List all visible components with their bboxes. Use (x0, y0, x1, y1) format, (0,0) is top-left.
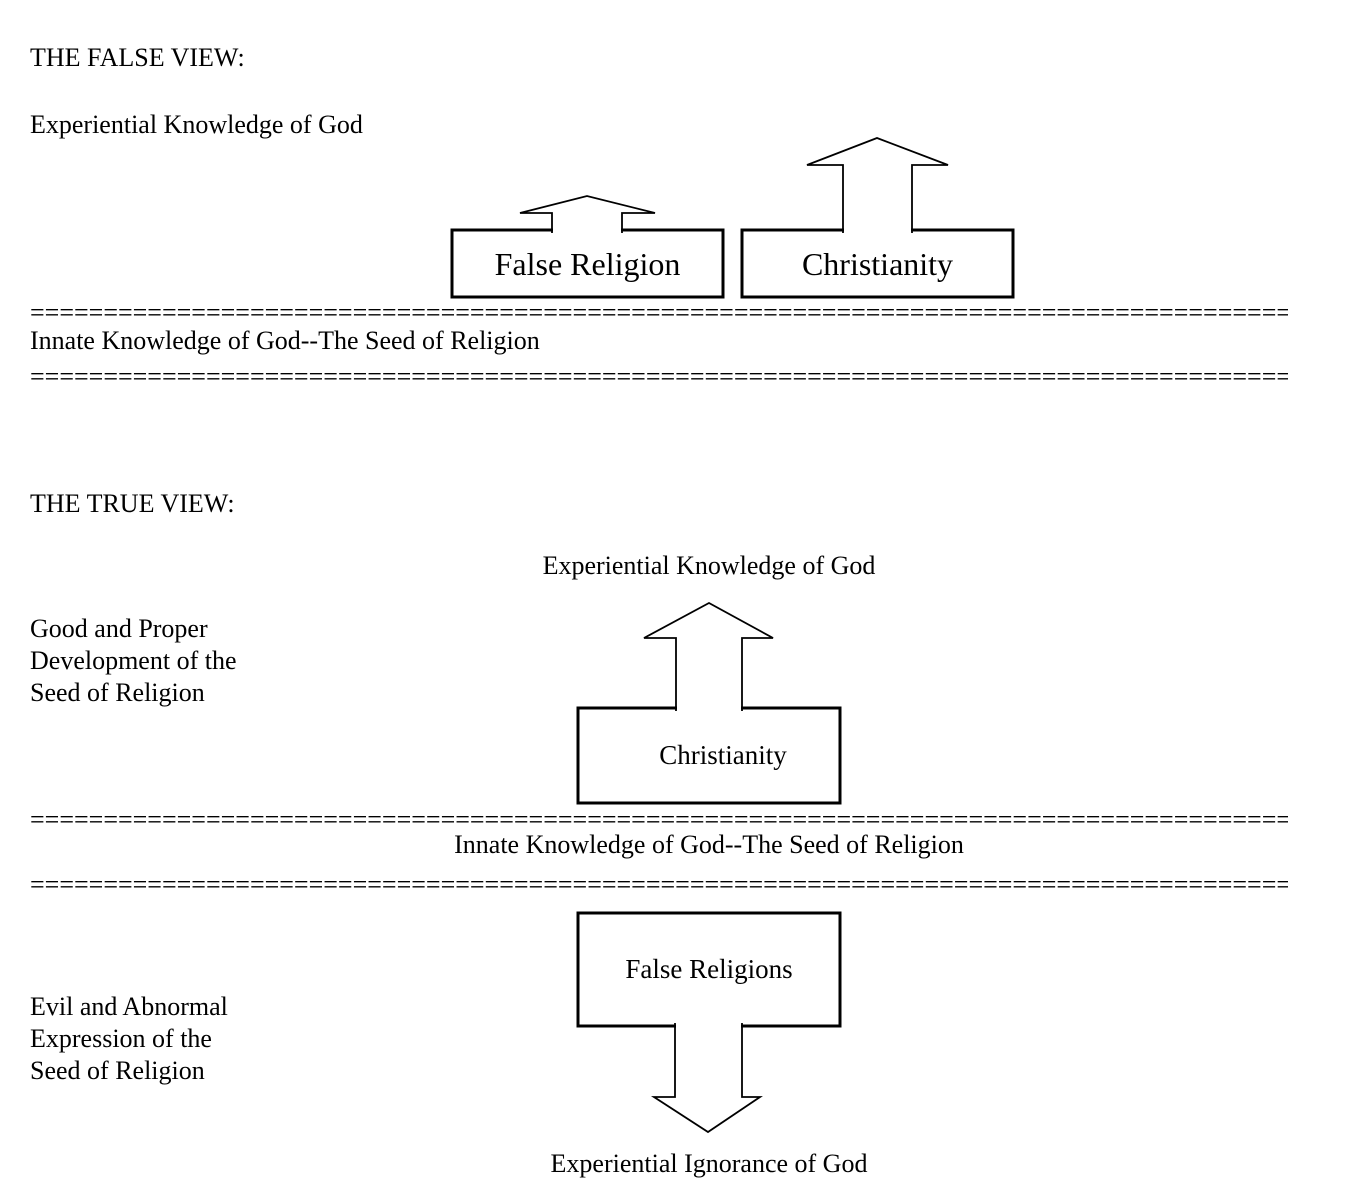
up-arrow-icon-short (519, 195, 656, 233)
border-gap-patch (676, 1022, 741, 1031)
false-religion-box (450, 228, 725, 299)
border-gap-patch (553, 226, 621, 235)
down-arrow-icon (650, 1023, 763, 1134)
border-gap-patch (677, 704, 741, 713)
innate-knowledge-label-false-view: Innate Knowledge of God--The Seed of Rel… (30, 326, 540, 355)
up-arrow-icon (643, 601, 774, 711)
false-religions-box-label: False Religions (625, 954, 793, 984)
christianity-box-label-true-view: Christianity (659, 740, 787, 770)
experiential-ignorance-label: Experiential Ignorance of God (550, 1149, 868, 1178)
false-religions-box (576, 911, 842, 1028)
note-line: Seed of Religion (30, 678, 205, 707)
note-line: Seed of Religion (30, 1056, 205, 1085)
note-line: Expression of the (30, 1024, 212, 1053)
false-religion-box-label: False Religion (494, 245, 681, 282)
true-view-heading: THE TRUE VIEW: (30, 489, 235, 518)
note-line: Good and Proper (30, 614, 208, 643)
section-divider: ========================================… (30, 364, 1288, 390)
section-divider: ========================================… (30, 872, 1288, 898)
evil-expression-note: Evil and Abnormal Expression of the Seed… (30, 991, 228, 1087)
up-arrow-icon-tall (806, 137, 949, 233)
experiential-knowledge-label-false-view: Experiential Knowledge of God (30, 110, 363, 139)
christianity-box-true-view (576, 706, 842, 805)
good-development-note: Good and Proper Development of the Seed … (30, 613, 237, 709)
innate-knowledge-label-true-view: Innate Knowledge of God--The Seed of Rel… (454, 830, 964, 859)
section-divider: ========================================… (30, 807, 1288, 833)
note-line: Evil and Abnormal (30, 992, 228, 1021)
note-line: Development of the (30, 646, 237, 675)
experiential-knowledge-label-true-view: Experiential Knowledge of God (542, 551, 876, 580)
christianity-box-label-false-view: Christianity (801, 245, 954, 282)
christianity-box-false-view (740, 228, 1015, 299)
section-divider: ========================================… (30, 300, 1288, 326)
border-gap-patch (844, 226, 911, 235)
false-view-heading: THE FALSE VIEW: (30, 43, 245, 72)
